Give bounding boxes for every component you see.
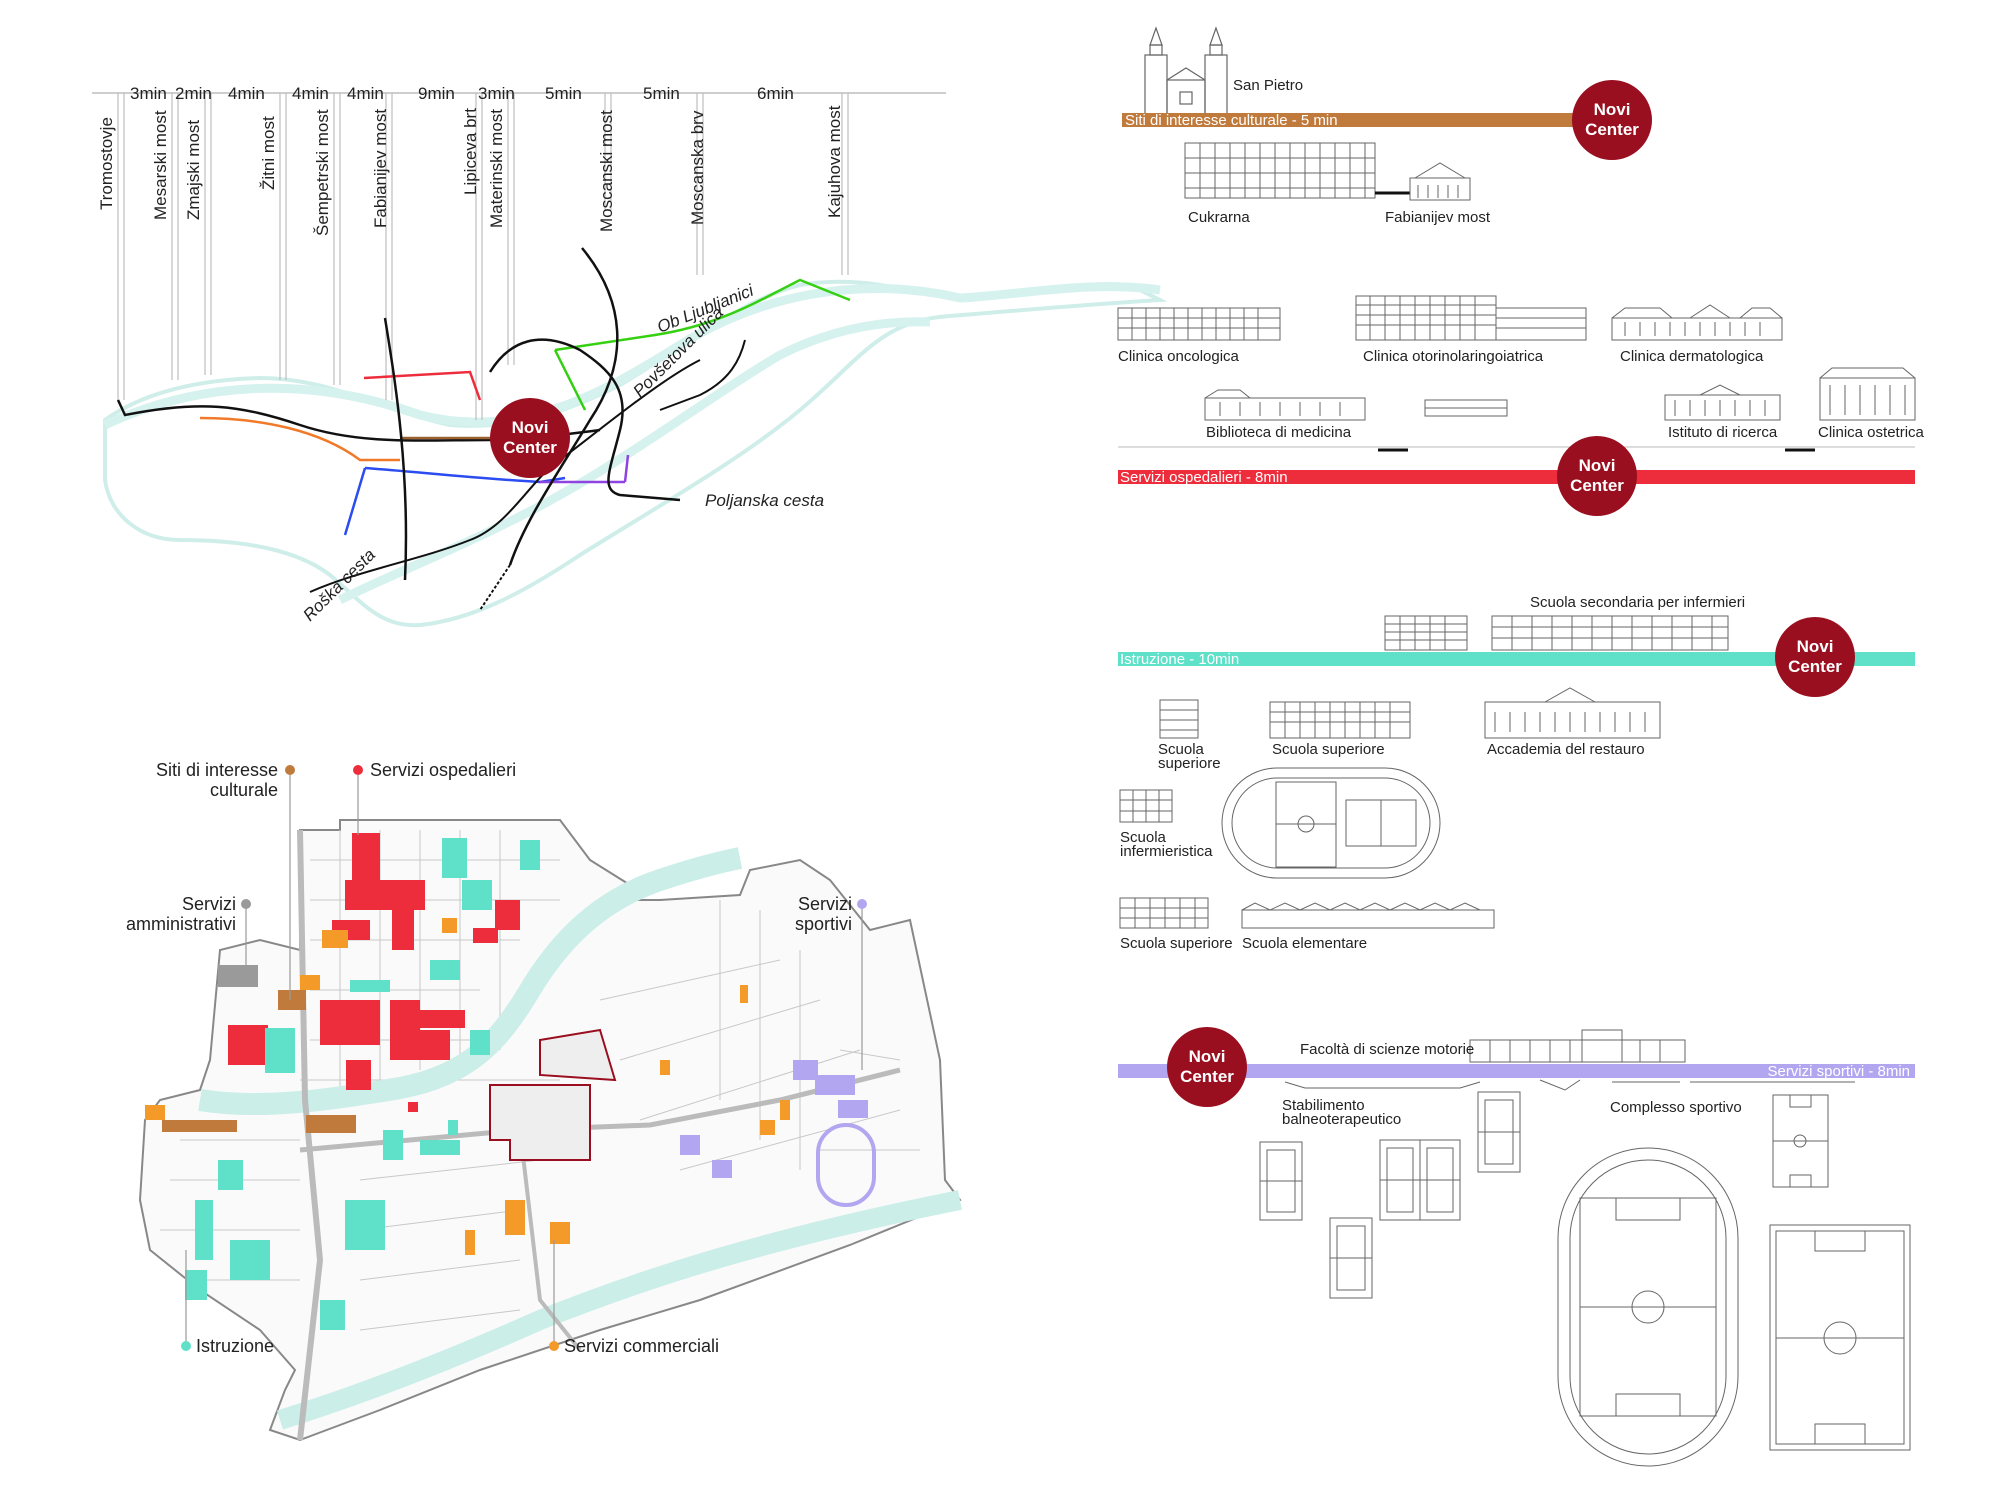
band-culturale [1122, 113, 1582, 127]
band-ospedalieri-label: Servizi ospedalieri - 8min [1120, 469, 1288, 486]
band-istruzione-label: Istruzione - 10min [1120, 651, 1239, 668]
svg-text:Novi: Novi [512, 418, 549, 437]
bridge-name: Moscanska brv [688, 110, 707, 225]
legend-amministrativi: Servizi [182, 894, 236, 914]
band-ospedalieri [1118, 470, 1915, 484]
legend-sportivi: Servizi [798, 894, 852, 914]
cukrarna-drawing [1184, 142, 1376, 199]
svg-text:Novi: Novi [1189, 1047, 1226, 1066]
bridge-name: Šempetrski most [313, 109, 332, 236]
bridge-map: 3min 2min 4min 4min 4min 9min 3min 5min … [92, 84, 1168, 628]
bridge-name: Moscanski most [597, 110, 616, 232]
novi-center-marker: Novi Center [1572, 80, 1652, 160]
novi-center-plot [489, 1084, 591, 1161]
svg-text:Center: Center [1180, 1067, 1234, 1086]
novi-center-marker: Novi Center [1557, 436, 1637, 516]
bridge-time: 6min [757, 84, 794, 103]
label-clinica-dermato: Clinica dermatologica [1620, 348, 1764, 365]
label-fabianijev: Fabianijev most [1385, 209, 1491, 226]
svg-text:Center: Center [503, 438, 557, 457]
legend-culturale: Siti di interesse [156, 760, 278, 780]
label-stabilimento: Stabilimento [1282, 1097, 1365, 1114]
legend-commerciali: Servizi commerciali [564, 1336, 719, 1356]
fabianijev-drawing [1409, 162, 1471, 201]
label-scuola-superiore: superiore [1158, 755, 1221, 772]
svg-text:Center: Center [1570, 476, 1624, 495]
label-san-pietro: San Pietro [1233, 77, 1303, 94]
band-sportivi [1118, 1064, 1915, 1078]
label-istituto: Istituto di ricerca [1668, 424, 1778, 441]
bridge-name: Fabianijev most [371, 109, 390, 228]
label-scuola-elementare: Scuola elementare [1242, 935, 1367, 952]
bridge-name: Žitni most [259, 116, 278, 190]
label-clinica-otorino: Clinica otorinolaringoiatrica [1363, 348, 1544, 365]
band-istruzione [1118, 652, 1915, 666]
bridge-time: 2min [175, 84, 212, 103]
label-clinica-ostetrica: Clinica ostetrica [1818, 424, 1925, 441]
svg-text:Novi: Novi [1579, 456, 1616, 475]
bridge-name: Materinski most [487, 109, 506, 228]
svg-text:Center: Center [1585, 120, 1639, 139]
label-cukrarna: Cukrarna [1188, 209, 1250, 226]
label-complesso: Complesso sportivo [1610, 1099, 1742, 1116]
svg-text:Center: Center [1788, 657, 1842, 676]
ospedalieri-panel: Clinica oncologica Clinica otorinolaring… [1117, 295, 1925, 516]
label-scuola-superiore: Scuola superiore [1120, 935, 1233, 952]
label-accademia: Accademia del restauro [1487, 741, 1645, 758]
bridge-name: Zmajski most [184, 120, 203, 220]
label-biblioteca: Biblioteca di medicina [1206, 424, 1352, 441]
label-infermieristica: Scuola [1120, 829, 1167, 846]
bridge-time: 3min [130, 84, 167, 103]
bridge-time: 3min [478, 84, 515, 103]
bridge-time: 5min [545, 84, 582, 103]
novi-center-marker: Novi Center [1167, 1027, 1247, 1107]
bridge-name: Kajuhova most [825, 105, 844, 218]
label-stabilimento: balneoterapeutico [1282, 1111, 1401, 1128]
svg-text:Novi: Novi [1594, 100, 1631, 119]
label-facolta: Facoltà di scienze motorie [1300, 1041, 1474, 1058]
istruzione-panel: Scuola secondaria per infermieri Scuola … [1118, 594, 1915, 952]
legend-amministrativi: amministrativi [126, 914, 236, 934]
legend-ospedalieri: Servizi ospedalieri [370, 760, 516, 780]
legend-culturale: culturale [210, 780, 278, 800]
label-scuola-infermieri: Scuola secondaria per infermieri [1530, 594, 1745, 611]
novi-center-marker: Novi Center [490, 398, 570, 478]
legend-sportivi: sportivi [795, 914, 852, 934]
bridge-time: 4min [228, 84, 265, 103]
bridge-name: Mesarski most [151, 110, 170, 220]
novi-center-plot [539, 1028, 617, 1082]
label-clinica-oncologica: Clinica oncologica [1118, 348, 1240, 365]
site-map: Siti di interesse culturale Servizi ospe… [126, 760, 962, 1442]
bridge-name: Lipiceva brt [461, 108, 480, 195]
band-sportivi-label: Servizi sportivi - 8min [1767, 1063, 1910, 1080]
bridge-time: 5min [643, 84, 680, 103]
label-infermieristica: infermieristica [1120, 843, 1213, 860]
label-scuola-superiore: Scuola superiore [1272, 741, 1385, 758]
bridge-time: 9min [418, 84, 455, 103]
bridge-name: Tromostovje [97, 117, 116, 210]
bridge-time: 4min [292, 84, 329, 103]
novi-center-marker: Novi Center [1775, 617, 1855, 697]
legend-istruzione: Istruzione [196, 1336, 274, 1356]
street-label: Poljanska cesta [705, 491, 824, 510]
san-pietro-drawing [1140, 26, 1230, 116]
svg-text:Novi: Novi [1797, 637, 1834, 656]
band-culturale-label: Siti di interesse culturale - 5 min [1125, 112, 1338, 129]
label-scuola-superiore: Scuola [1158, 741, 1205, 758]
bridge-time: 4min [347, 84, 384, 103]
sportivi-panel: Servizi sportivi - 8min Facoltà di scien… [1118, 1027, 1915, 1467]
culturale-panel: San Pietro Siti di interesse culturale -… [1122, 26, 1652, 226]
